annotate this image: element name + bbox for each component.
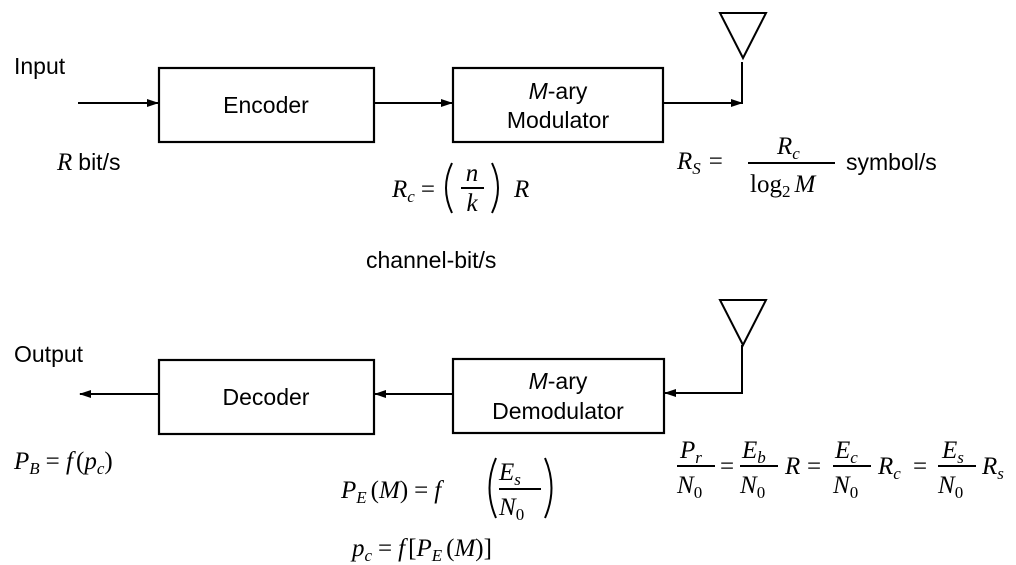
encoder-label: Encoder	[223, 92, 309, 118]
svg-text:N0: N0	[832, 472, 858, 502]
symbol-error-formula: PE(M)=f Es N0	[340, 457, 553, 524]
decoder-label: Decoder	[223, 384, 310, 410]
modulator-subtitle: Modulator	[507, 107, 610, 133]
svg-text:N0: N0	[498, 494, 524, 524]
modulator-block	[451, 66, 665, 144]
svg-text:R: R	[513, 176, 529, 203]
output-label: Output	[14, 341, 84, 367]
svg-text:n: n	[466, 160, 479, 187]
svg-text:Rc=: Rc=	[391, 176, 435, 206]
demodulator-title: M-ary	[529, 368, 588, 394]
svg-text:Rc: Rc	[877, 453, 901, 483]
svg-text:Pr: Pr	[679, 437, 702, 467]
modulator-title: M-ary	[529, 78, 588, 104]
svg-text:Eb: Eb	[741, 437, 766, 467]
rx-antenna-icon	[718, 299, 768, 348]
svg-text:N0: N0	[937, 472, 963, 502]
coded-rate-unit: channel-bit/s	[366, 247, 496, 273]
svg-text:RS=: RS=	[676, 148, 723, 178]
svg-text:=: =	[720, 453, 734, 480]
svg-text:symbol/s: symbol/s	[846, 149, 937, 175]
svg-text:R: R	[784, 453, 800, 480]
svg-text:=: =	[807, 453, 821, 480]
svg-text:k: k	[466, 190, 478, 217]
svg-text:pc=f[PE(M)]: pc=f[PE(M)]	[350, 535, 492, 565]
encoder-block	[157, 66, 376, 144]
svg-text:Ec: Ec	[834, 437, 858, 467]
svg-text:=: =	[913, 453, 927, 480]
svg-text:Es: Es	[941, 437, 964, 467]
antenna-to-demodulator-line	[700, 345, 743, 394]
svg-text:N0: N0	[739, 472, 765, 502]
demodulator-subtitle: Demodulator	[492, 398, 624, 424]
bit-error-formula: PB= f(pc)	[13, 448, 113, 478]
svg-text:Es: Es	[498, 459, 521, 489]
decoder-block	[157, 358, 376, 436]
svg-text:N0: N0	[676, 472, 702, 502]
modulator-to-antenna-line	[663, 62, 743, 104]
svg-text:Rc: Rc	[776, 133, 800, 163]
svg-text:PB= f(pc): PB= f(pc)	[13, 448, 113, 478]
demodulator-block	[451, 357, 666, 435]
svg-text:Rs: Rs	[981, 453, 1004, 483]
input-label: Input	[14, 53, 66, 79]
coded-rate-formula: Rc= n k R	[391, 160, 529, 217]
coded-error-formula: pc=f[PE(M)]	[350, 535, 492, 565]
snr-relation-formula: Pr N0 = Eb N0 R = Ec N0 Rc = Es N0 Rs	[676, 437, 1004, 502]
svg-text:PE(M)=f: PE(M)=f	[340, 477, 444, 507]
tx-antenna-icon	[718, 12, 768, 61]
